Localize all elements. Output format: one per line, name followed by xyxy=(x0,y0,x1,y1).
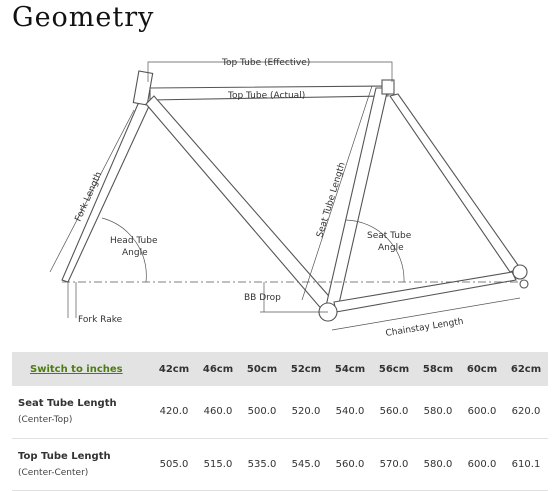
table-cell: 520.0 xyxy=(291,406,321,418)
size-header: 50cm xyxy=(246,363,278,375)
table-cell: 460.0 xyxy=(203,406,233,418)
geometry-table: Switch to inches 42cm 46cm 50cm 52cm 54c… xyxy=(12,352,548,491)
table-cell: 515.0 xyxy=(203,458,233,470)
table-cell: 570.0 xyxy=(379,458,409,470)
size-header: 54cm xyxy=(334,363,366,375)
bike-geometry-diagram: Top Tube (Effective) Top Tube (Actual) F… xyxy=(49,58,529,339)
row-header: Top Tube Length (Center-Center) xyxy=(12,438,152,490)
label-chainstay-length: Chainstay Length xyxy=(385,317,464,339)
table-cell: 560.0 xyxy=(379,406,409,418)
size-header: 58cm xyxy=(422,363,454,375)
table-cell: 500.0 xyxy=(247,406,277,418)
label-top-tube-actual: Top Tube (Actual) xyxy=(227,91,305,101)
table-cell: 540.0 xyxy=(335,406,365,418)
table-cell: 545.0 xyxy=(291,458,321,470)
table-cell: 560.0 xyxy=(335,458,365,470)
table-cell: 580.0 xyxy=(423,406,453,418)
switch-to-inches-link[interactable]: Switch to inches xyxy=(30,363,123,375)
label-seat-tube-length: Seat Tube Length xyxy=(315,161,347,239)
down-tube xyxy=(145,95,335,313)
size-header: 46cm xyxy=(202,363,234,375)
label-seat-tube-angle-1: Seat Tube xyxy=(367,231,412,241)
chainstay xyxy=(333,271,517,313)
table-cell: 535.0 xyxy=(247,458,277,470)
seat-stay xyxy=(389,93,521,273)
top-tube xyxy=(149,85,389,101)
size-header: 52cm xyxy=(290,363,322,375)
table-cell: 420.0 xyxy=(159,406,189,418)
table-header-row: Switch to inches 42cm 46cm 50cm 52cm 54c… xyxy=(12,352,548,386)
label-seat-tube-angle-2: Angle xyxy=(378,243,404,253)
label-head-tube-angle-1: Head Tube xyxy=(110,236,158,246)
row-sublabel: (Center-Top) xyxy=(18,415,73,426)
table-cell: 600.0 xyxy=(467,406,497,418)
table-cell: 505.0 xyxy=(159,458,189,470)
table-cell: 610.1 xyxy=(511,458,541,470)
size-header: 62cm xyxy=(510,363,542,375)
table-row: Top Tube Length (Center-Center) 505.0 51… xyxy=(12,438,548,490)
table-cell: 600.0 xyxy=(467,458,497,470)
size-header: 42cm xyxy=(158,363,190,375)
label-fork-rake: Fork Rake xyxy=(78,315,123,325)
table-cell: 620.0 xyxy=(511,406,541,418)
table-cell: 580.0 xyxy=(423,458,453,470)
size-header: 56cm xyxy=(378,363,410,375)
label-head-tube-angle-2: Angle xyxy=(122,248,148,258)
row-header: Seat Tube Length (Center-Top) xyxy=(12,386,152,438)
row-sublabel: (Center-Center) xyxy=(18,467,89,478)
label-top-tube-effective: Top Tube (Effective) xyxy=(221,58,310,68)
size-header: 60cm xyxy=(466,363,498,375)
switch-units-cell: Switch to inches xyxy=(12,352,152,386)
row-label: Top Tube Length xyxy=(18,450,111,462)
row-label: Seat Tube Length xyxy=(18,398,117,410)
table-row: Seat Tube Length (Center-Top) 420.0 460.… xyxy=(12,386,548,438)
page-title: Geometry xyxy=(12,2,155,33)
label-bb-drop: BB Drop xyxy=(244,293,281,303)
